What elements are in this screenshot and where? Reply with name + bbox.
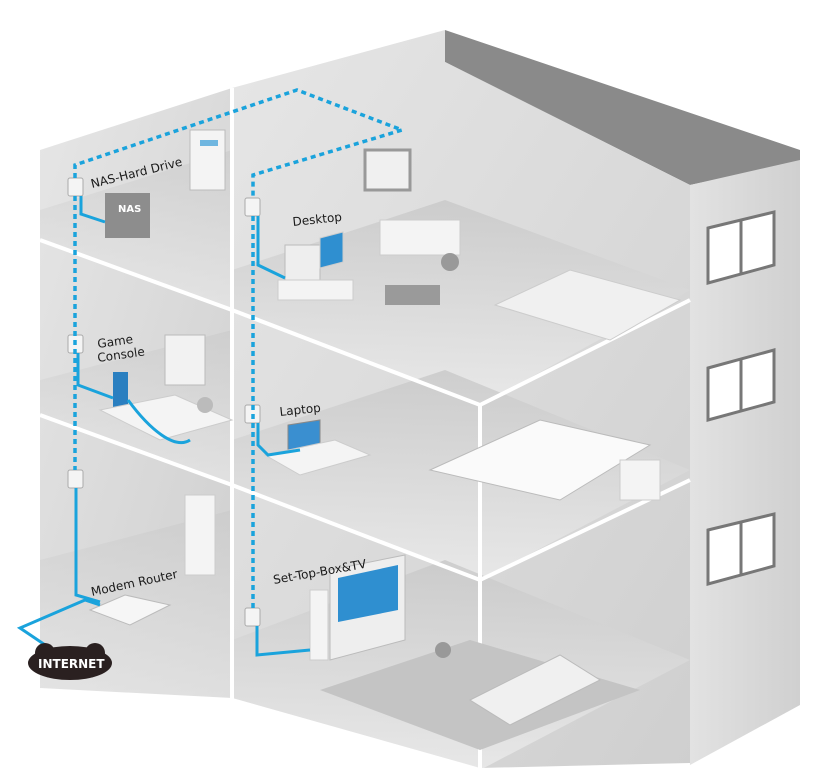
shelf [189,129,226,191]
game-label-line2: Console [96,344,145,364]
outlet-icon [244,197,261,217]
window [706,210,776,586]
outlet-icon [67,177,84,197]
side-wall [690,160,800,765]
nas-box-label: NAS [118,204,141,215]
powerline-adapters [67,177,261,627]
bed [428,419,652,501]
roof [445,30,800,185]
ethernet-cables [16,196,311,657]
internet-cloud: INTERNET [28,643,112,680]
game-console [113,372,128,407]
furniture: NAS [88,129,682,750]
desktop-pc [284,244,321,286]
tv-sofa [468,654,602,726]
sofa [493,269,682,341]
game-label-line1: Game [96,332,133,351]
person-gaming [197,397,213,413]
internet-label: INTERNET [38,657,105,671]
tv-screen [338,565,398,622]
laptop-label: Laptop [279,401,322,419]
desktop-label: Desktop [292,210,343,229]
person-sitting [441,253,459,271]
person-cheering [435,642,451,658]
bookshelf [184,494,216,576]
powerline-wiring [73,88,408,608]
desktop-monitor [319,231,344,269]
outlet-icon [67,469,84,489]
wall-picture [363,148,412,192]
outlet-icon [244,607,261,627]
desk [379,219,461,256]
modem-router [88,594,172,626]
speaker [309,589,329,661]
tv-stand [164,334,206,386]
nas-box [105,193,150,238]
